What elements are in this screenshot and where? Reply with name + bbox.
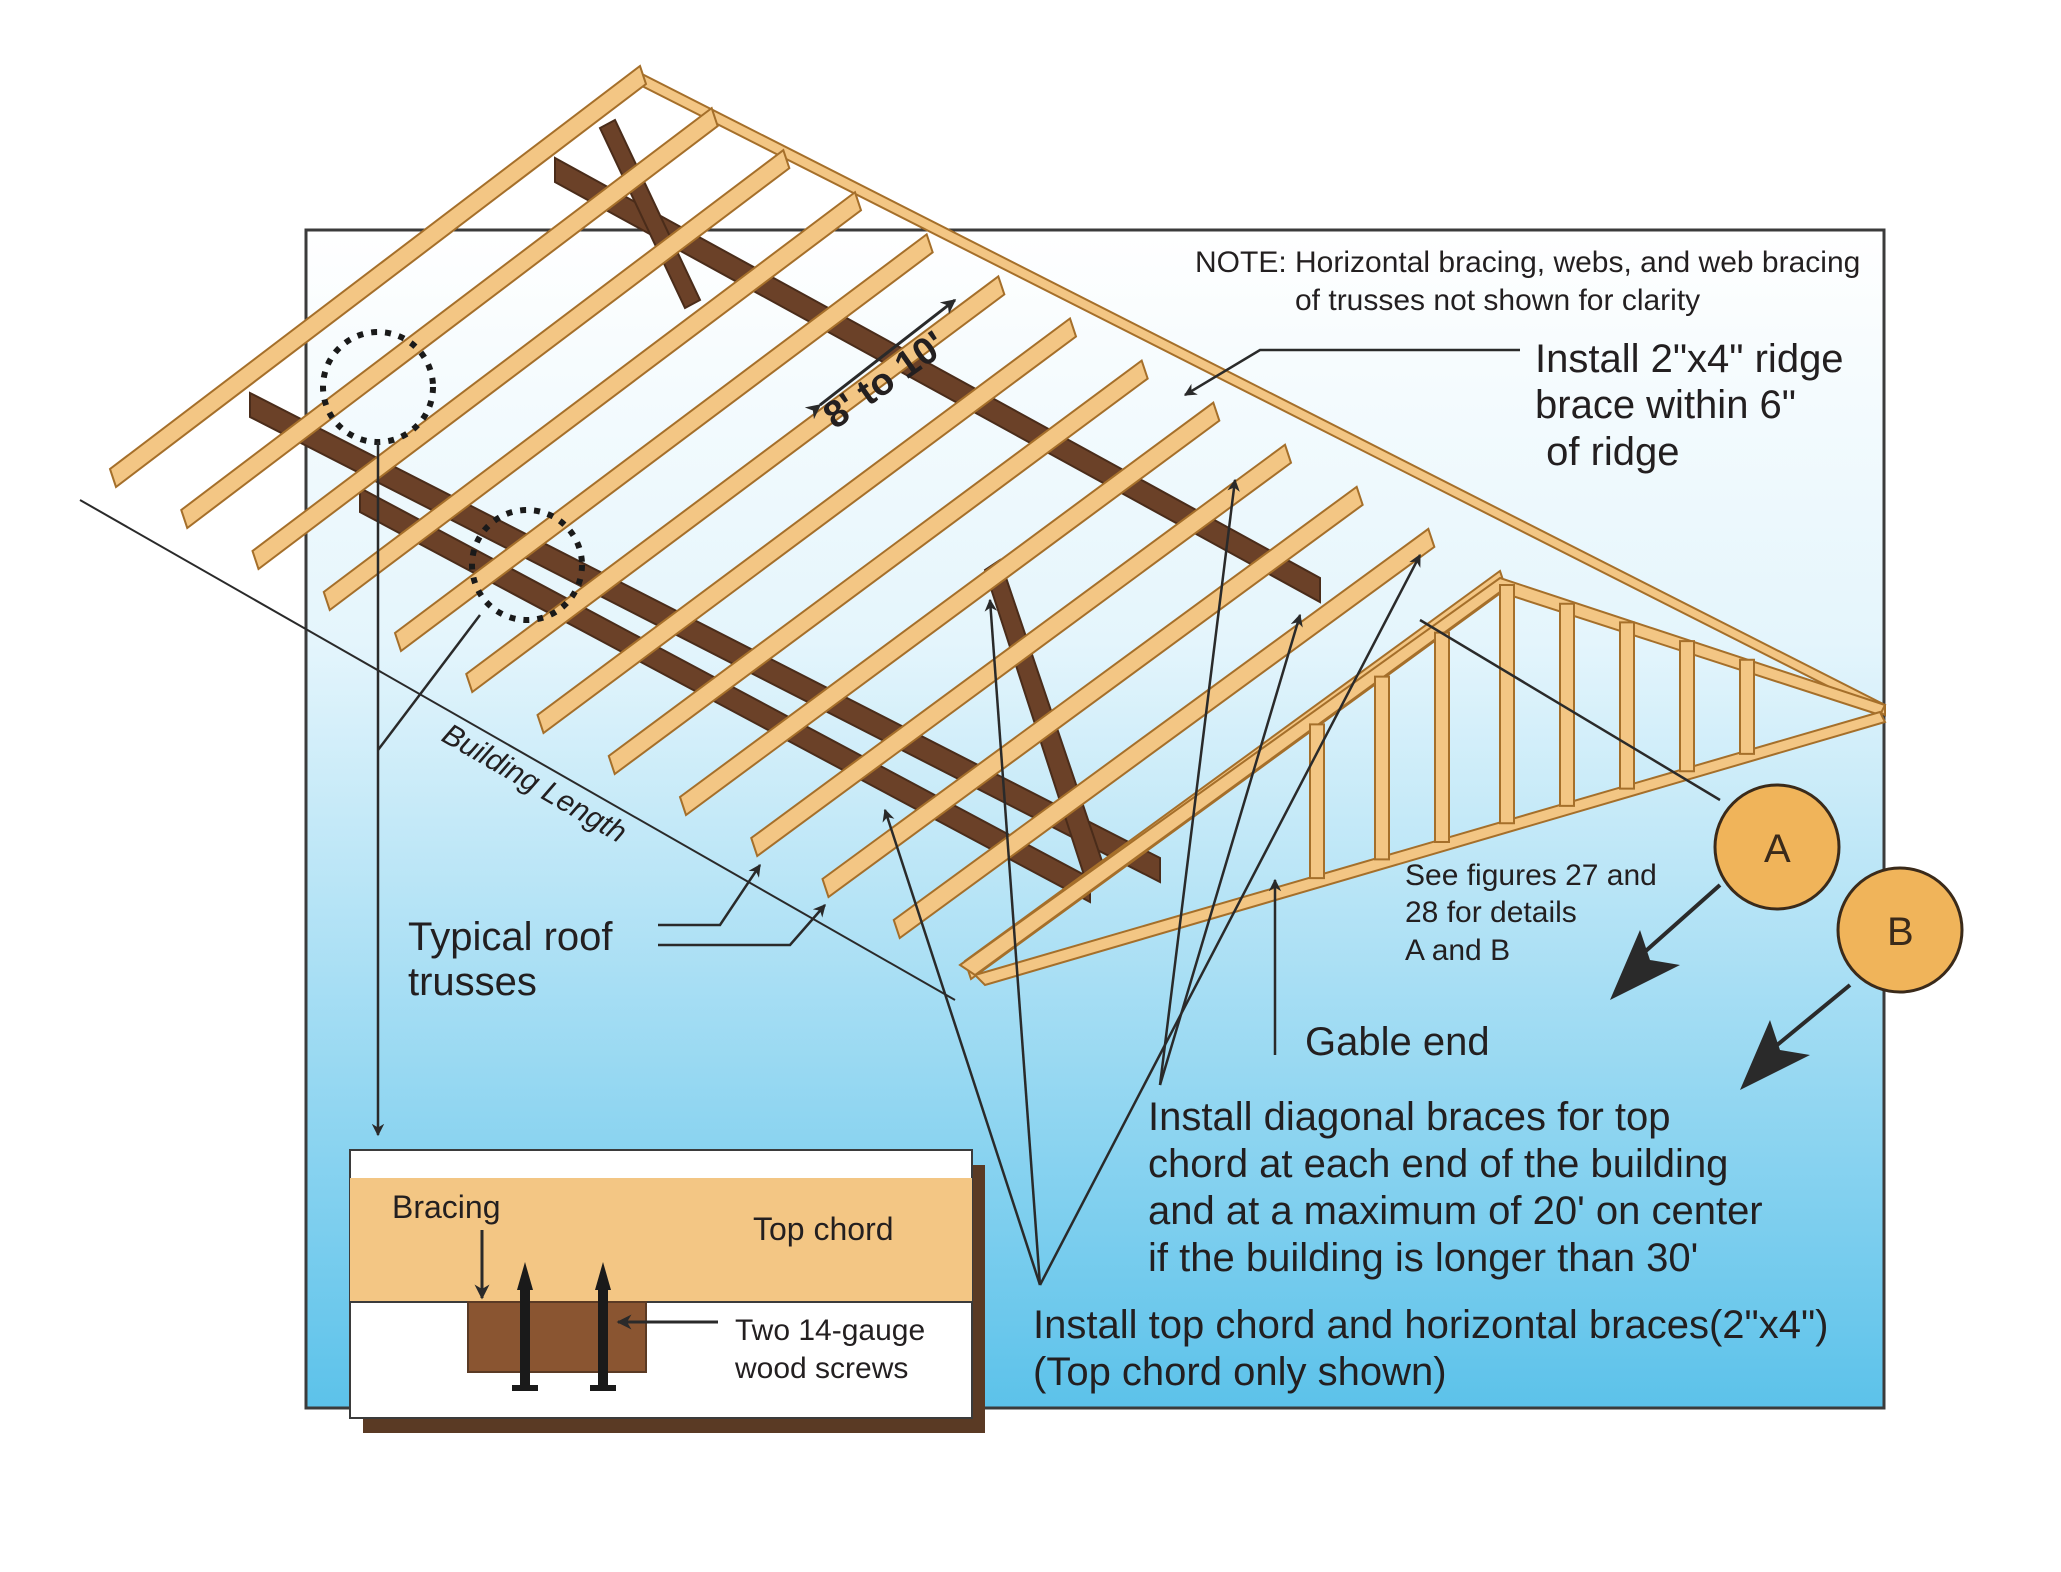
top-chord-board [350, 1178, 972, 1302]
roof-trusses [108, 64, 1508, 981]
top-leader-3 [1038, 553, 1422, 1286]
diag-label-4: if the building is longer than 30' [1148, 1236, 1698, 1280]
note-line-2: of trusses not shown for clarity [1295, 284, 1700, 317]
top-label-1: Install top chord and horizontal braces(… [1033, 1303, 1829, 1347]
detail-b-circle [1836, 866, 1964, 994]
top-chord [607, 358, 1149, 776]
inset-top-chord-label: Top chord [753, 1211, 894, 1247]
ridge-label-1: Install 2"x4" ridge [1535, 337, 1844, 381]
building-length-dimension [79, 499, 956, 1001]
a-leader [1419, 618, 1721, 802]
gable-stud [1309, 723, 1325, 880]
top-chord [678, 401, 1221, 817]
spacing-arrow [804, 298, 957, 420]
gable-stud [1739, 658, 1755, 755]
top-chord [108, 64, 648, 489]
diag-leader-2 [1158, 613, 1303, 1086]
note-line-1: NOTE: Horizontal bracing, webs, and web … [1195, 246, 1860, 279]
wood-screw-icon [590, 1262, 616, 1391]
see-label-2: 28 for details [1405, 896, 1577, 929]
top-chord [251, 148, 791, 571]
ridge-label-3: of ridge [1535, 430, 1680, 474]
typical-label-2: trusses [408, 960, 537, 1004]
inset-screws-label-2: wood screws [734, 1352, 908, 1385]
ridge-leader [1183, 348, 1520, 397]
top-leader-2 [984, 598, 1042, 1286]
bracing-block [467, 1301, 647, 1373]
typical-leader-2 [658, 904, 826, 947]
typical-leader-1 [658, 863, 762, 927]
gable-stud [1619, 621, 1635, 790]
connection-detail-inset: Bracing Top chord Two 14-gauge wood scre… [349, 1149, 985, 1433]
top-chord [180, 106, 719, 530]
top-chord [322, 190, 863, 612]
leader-lines [371, 348, 1721, 1286]
gable-stud [1559, 602, 1575, 807]
top-chord [393, 232, 934, 653]
gable-stud [1679, 640, 1695, 773]
detail-leader-2 [377, 614, 481, 751]
gable-stud [1499, 584, 1515, 825]
horizontal-brace [249, 391, 1161, 884]
top-chord [892, 527, 1436, 940]
horizontal-brace [359, 486, 1091, 904]
top-chord [536, 316, 1078, 735]
inset-screws-label-1: Two 14-gauge [735, 1314, 925, 1347]
detail-a-label: A [1764, 827, 1791, 871]
diag-leader-1 [1158, 478, 1240, 1086]
top-leader-1 [882, 808, 1042, 1286]
gable-end-label: Gable end [1305, 1020, 1490, 1064]
see-label-1: See figures 27 and [1405, 859, 1657, 892]
see-label-3: A and B [1405, 934, 1510, 967]
detail-circle-lower [469, 507, 585, 623]
diag-label-2: chord at each end of the building [1148, 1142, 1728, 1186]
detail-b-label: B [1887, 910, 1914, 954]
typical-label-1: Typical roof [408, 915, 613, 959]
gable-stud [1434, 631, 1450, 844]
inset-bracing-label: Bracing [392, 1189, 501, 1225]
detail-a-circle [1713, 783, 1841, 911]
top-chord [750, 443, 1293, 858]
wood-screw-icon [512, 1262, 538, 1391]
diag-label-1: Install diagonal braces for top [1148, 1095, 1671, 1139]
diag-label-3: and at a maximum of 20' on center [1148, 1189, 1763, 1233]
gable-stud [1374, 675, 1390, 861]
top-label-2: (Top chord only shown) [1033, 1350, 1447, 1394]
ridge-label-2: brace within 6" [1535, 383, 1796, 427]
detail-arrows [1610, 883, 1852, 1090]
